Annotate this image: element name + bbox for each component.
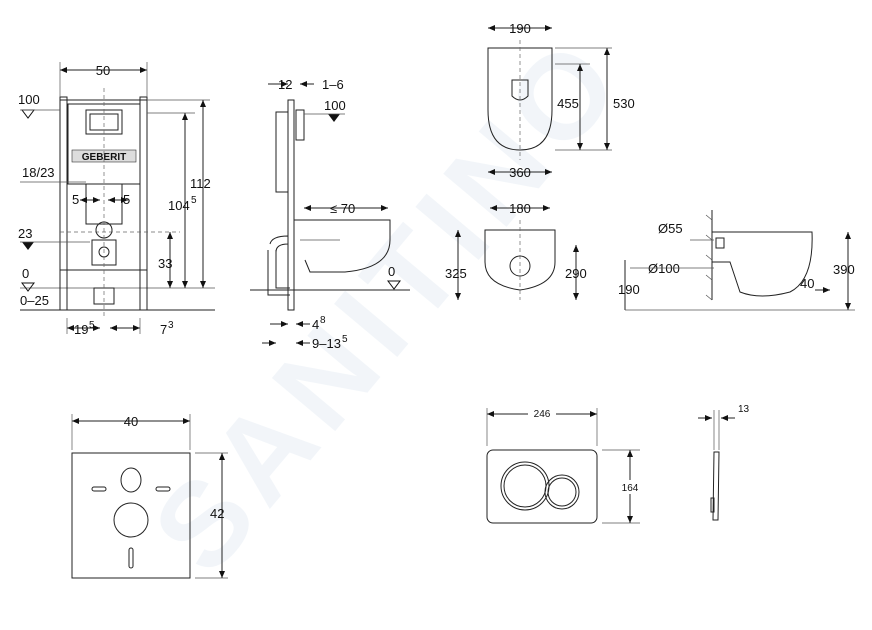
dim-side-0: 0 — [388, 264, 395, 279]
dim-frame-height: 112 — [190, 176, 211, 191]
dim-side-12: 12 — [278, 77, 292, 92]
dim-mat-width: 40 — [124, 414, 138, 429]
dim-level-0: 0 — [22, 266, 29, 281]
dim-level-23: 23 — [18, 226, 32, 241]
dim-width-19-sup: 5 — [89, 320, 95, 331]
dim-anchor-right: 5 — [123, 192, 130, 207]
dim-bowl-530: 530 — [613, 96, 635, 111]
dim-side-1-6: 1–6 — [322, 77, 344, 92]
frame-side-view: 12 1–6 100 ≤ 70 0 4 8 9–13 5 — [250, 77, 410, 351]
dim-frame-width: 50 — [96, 63, 110, 78]
bowl-top-view: 190 455 530 360 — [487, 21, 635, 180]
dim-bowl-325: 325 — [445, 266, 467, 281]
dim-plate-depth: 13 — [738, 404, 750, 415]
dim-bowl-455: 455 — [557, 96, 579, 111]
flush-plate-side: 13 — [698, 404, 750, 521]
dim-bowl-top-width: 190 — [509, 21, 531, 36]
dim-width-7: 7 — [160, 322, 167, 337]
dim-side-9-13-sup: 5 — [342, 334, 348, 345]
dim-outlet-height: 104 — [168, 198, 190, 213]
dim-side-4-sup: 8 — [320, 315, 326, 326]
dim-pipe-size: 18/23 — [22, 165, 55, 180]
dim-bowl-front-180: 180 — [509, 201, 531, 216]
dim-bowl-side-55: Ø55 — [658, 221, 683, 236]
dim-plate-height: 164 — [622, 483, 639, 494]
dim-floor-range: 0–25 — [20, 293, 49, 308]
dim-plate-width: 246 — [534, 409, 551, 420]
dim-level-33: 33 — [158, 256, 172, 271]
dim-bowl-side-100: Ø100 — [648, 261, 680, 276]
insulation-mat: 40 42 — [71, 414, 228, 579]
dim-side-4: 4 — [312, 317, 319, 332]
dim-bowl-360: 360 — [509, 165, 531, 180]
dim-width-19: 19 — [74, 322, 88, 337]
dim-bowl-side-40: 40 — [800, 276, 814, 291]
dim-bowl-side-190: 190 — [618, 282, 640, 297]
bowl-side-view: Ø55 Ø100 190 40 390 — [618, 210, 855, 311]
dim-side-70: ≤ 70 — [330, 201, 355, 216]
dim-anchor-left: 5 — [72, 192, 79, 207]
dim-bowl-290: 290 — [565, 266, 587, 281]
dim-side-100: 100 — [324, 98, 346, 113]
dim-mat-height: 42 — [210, 506, 224, 521]
dim-water-inlet: 100 — [18, 92, 40, 107]
dim-width-7-sup: 3 — [168, 320, 174, 331]
dim-bowl-side-390: 390 — [833, 262, 855, 277]
dim-side-9-13: 9–13 — [312, 336, 341, 351]
frame-front-view: GEBERIT 50 100 112 104 5 18/23 5 5 — [18, 62, 215, 337]
geberit-logo: GEBERIT — [82, 152, 126, 163]
flush-plate-front: 246 164 — [486, 406, 642, 524]
dim-outlet-height-sup: 5 — [191, 195, 197, 206]
bowl-front-view: 180 325 290 — [445, 201, 587, 300]
